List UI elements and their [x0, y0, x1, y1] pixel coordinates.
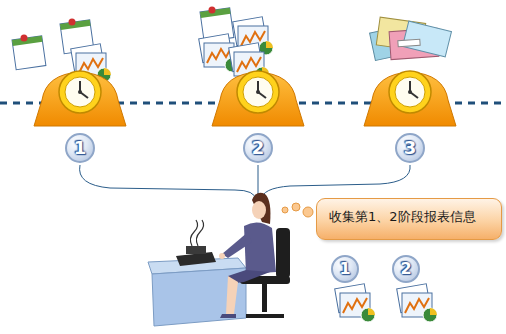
stage-number: 2 — [243, 133, 273, 163]
callout-number: 2 — [252, 139, 265, 157]
stage-number: 1 — [65, 133, 95, 163]
stage-number: 2 — [392, 255, 420, 283]
callout-number: 1 — [339, 261, 350, 277]
callout-number: 1 — [74, 139, 87, 157]
callout-bubble: 收集第1、2阶段报表信息 — [316, 198, 502, 240]
stage-number: 3 — [395, 133, 425, 163]
callout-text: 收集第1、2阶段报表信息 — [329, 209, 489, 226]
callout-number: 2 — [400, 261, 411, 277]
callout-number: 3 — [404, 139, 417, 157]
stage-number: 1 — [331, 255, 359, 283]
